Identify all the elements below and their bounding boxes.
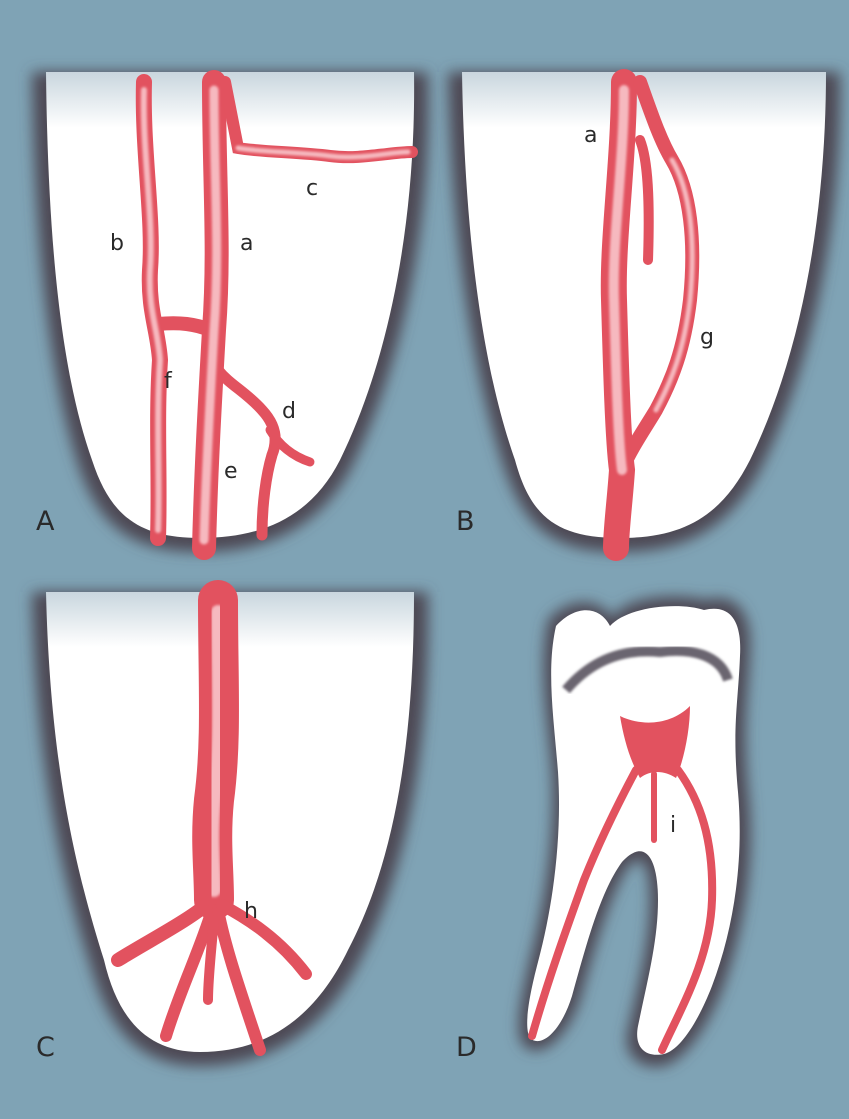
canal-h-center bbox=[208, 920, 214, 1000]
panel-label-a: A bbox=[36, 506, 55, 537]
panel-label-b: B bbox=[456, 506, 475, 537]
canal-label-c: c bbox=[306, 176, 318, 201]
canal-label-a: a bbox=[584, 123, 597, 148]
panel-label-d: D bbox=[456, 1032, 477, 1063]
canal-label-d: d bbox=[282, 399, 296, 424]
canal-label-h: h bbox=[244, 899, 258, 924]
canal-label-f: f bbox=[164, 369, 173, 394]
canal-label-a: a bbox=[240, 231, 253, 256]
panel-label-c: C bbox=[36, 1032, 55, 1063]
canal-label-e: e bbox=[224, 459, 238, 484]
panel-c-canal-cores bbox=[212, 612, 219, 890]
canal-label-g: g bbox=[700, 325, 714, 350]
canal-label-b: b bbox=[110, 231, 124, 256]
canal-label-i: i bbox=[670, 813, 676, 838]
canal-f-connector bbox=[158, 323, 210, 330]
